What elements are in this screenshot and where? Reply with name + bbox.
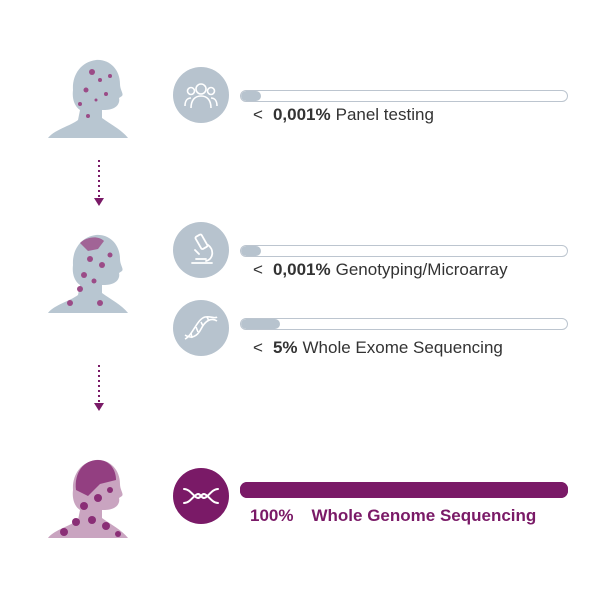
whole-genome-percent: 100% [250,506,294,525]
whole-exome-bar [240,318,568,330]
genotyping-label: <0,001%Genotyping/Microarray [253,260,508,279]
panel-testing-bar-fill [241,91,261,101]
whole-genome-label: 100% Whole Genome Sequencing [250,506,536,526]
whole-exome-bar-fill [241,319,281,329]
dna-icon [173,300,229,356]
whole-genome-name: Whole Genome Sequencing [311,506,537,525]
genotyping-bar [240,245,568,257]
genotyping-name: Genotyping/Microarray [335,260,508,279]
microscope-icon [173,222,229,278]
whole-genome-bar [240,482,568,498]
people-icon [173,67,229,123]
whole-exome-percent: 5% [272,338,298,357]
panel-testing-label: <0,001%Panel testing [253,105,434,124]
head-silhouette-dense-icon [48,459,128,538]
dotted-arrow-down-icon [94,365,104,411]
panel-testing-bar [240,90,568,102]
genotyping-bar-fill [241,246,261,256]
whole-exome-label: <5%Whole Exome Sequencing [253,338,503,357]
head-silhouette-sparse-icon [48,59,128,139]
panel-testing-percent: 0,001% [272,105,331,124]
genotyping-percent: 0,001% [272,260,331,279]
dotted-arrow-down-icon [94,160,104,206]
head-silhouette-medium-icon [48,234,128,313]
panel-testing-name: Panel testing [335,105,434,124]
whole-genome-bar-fill [240,482,568,498]
whole-exome-name: Whole Exome Sequencing [302,338,503,357]
chromosome-icon [173,468,229,524]
